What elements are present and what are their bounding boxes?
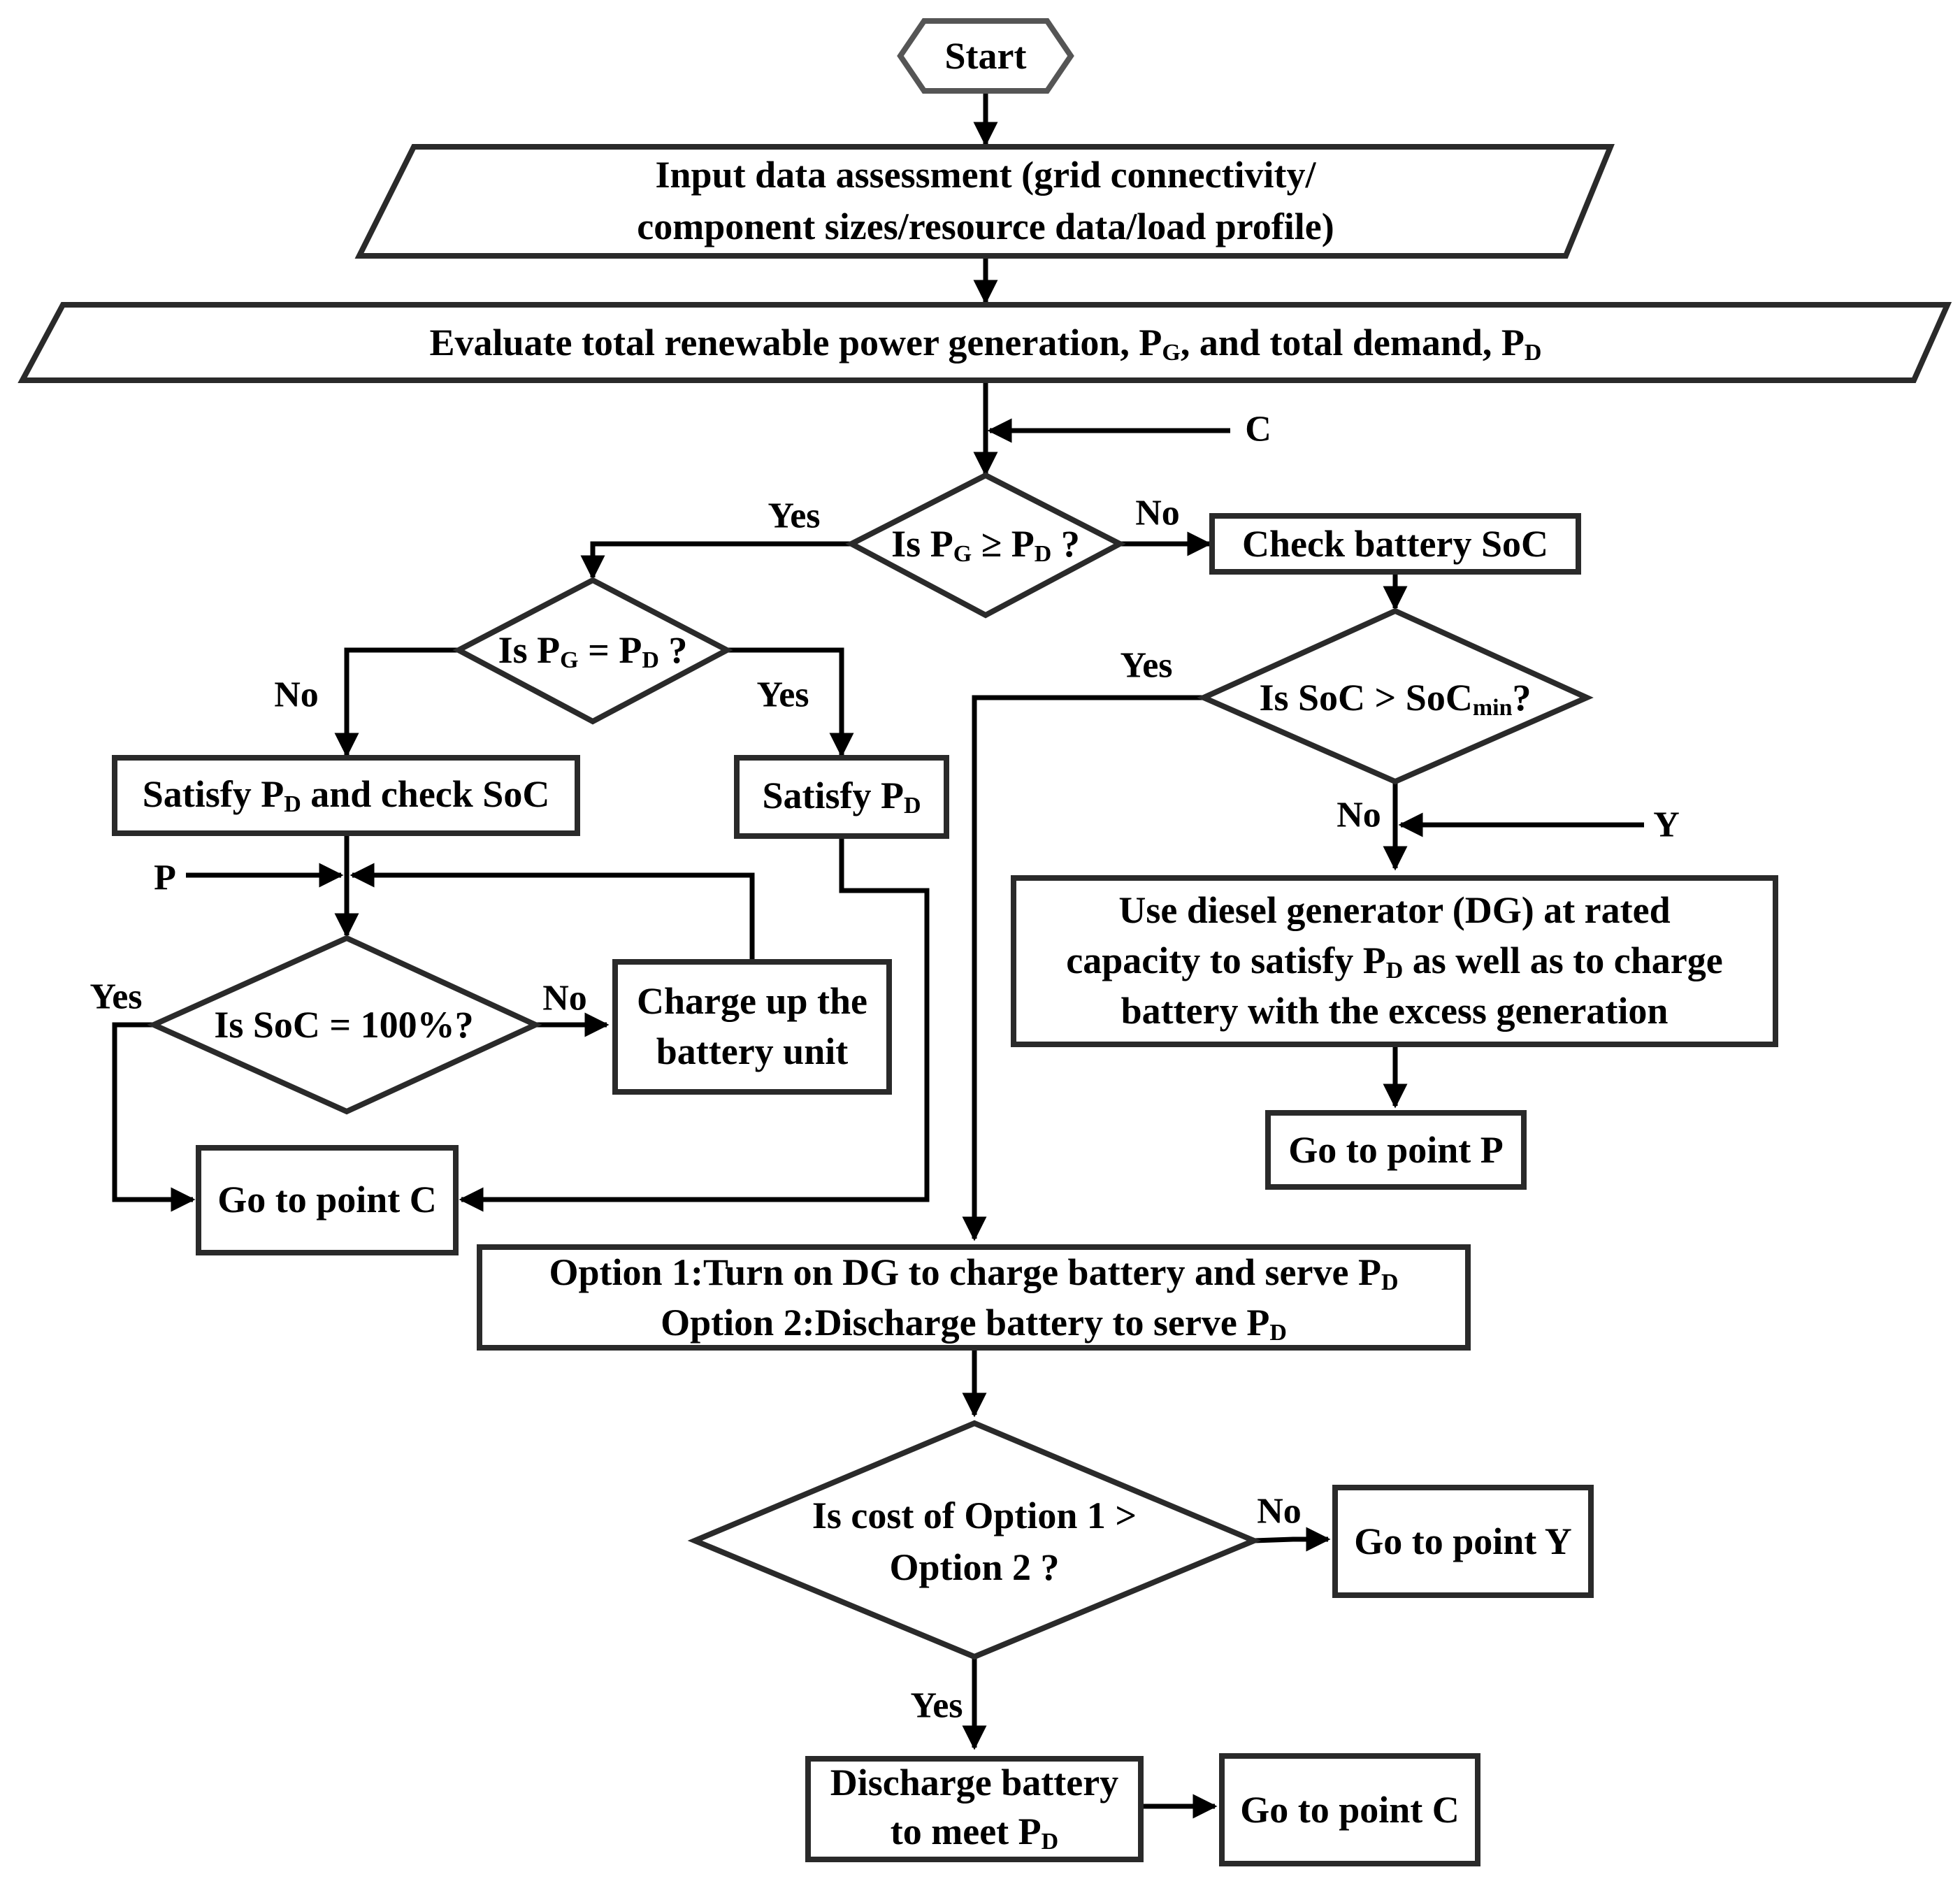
discharge-line-2: to meet PD bbox=[891, 1810, 1058, 1855]
dg-line-3: battery with the excess generation bbox=[1121, 990, 1669, 1032]
goto-y-box bbox=[1332, 1485, 1594, 1598]
connectors bbox=[112, 94, 1644, 1819]
arrow-eq-no bbox=[334, 647, 459, 758]
arrow-socmin-yes bbox=[962, 695, 1204, 1241]
use-dg-box bbox=[1011, 875, 1778, 1047]
shapes bbox=[17, 18, 1952, 1866]
goto-c-bottom-label: Go to point C bbox=[1240, 1789, 1460, 1831]
start-label: Start bbox=[945, 35, 1027, 77]
check-battery-soc-box bbox=[1209, 513, 1581, 575]
label-yes-100: Yes bbox=[89, 977, 142, 1017]
dec-cost-line-2: Option 2 ? bbox=[889, 1546, 1059, 1588]
node-text: Start Input data assessment (grid connec… bbox=[143, 35, 1723, 1855]
satisfy-pd-box bbox=[734, 755, 949, 839]
decision-soc-gt-socmin bbox=[1197, 607, 1594, 785]
label-yes-ge: Yes bbox=[768, 496, 820, 536]
goto-c-left-label: Go to point C bbox=[217, 1179, 437, 1221]
input-line-1: Input data assessment (grid connectivity… bbox=[655, 154, 1316, 196]
label-yes-eq: Yes bbox=[756, 675, 809, 715]
dec-100-label: Is SoC = 100%? bbox=[214, 1004, 473, 1046]
label-no-socmin: No bbox=[1336, 795, 1381, 835]
start-terminator bbox=[897, 18, 1074, 94]
satisfy-check-label: Satisfy PD and check SoC bbox=[143, 773, 550, 817]
dec-socmin-label: Is SoC > SoCmin? bbox=[1259, 677, 1531, 721]
label-c: C bbox=[1245, 410, 1271, 449]
label-no-cost: No bbox=[1257, 1492, 1302, 1532]
goto-y-label: Go to point Y bbox=[1354, 1520, 1572, 1562]
arrow-eq-yes bbox=[727, 647, 854, 758]
dg-line-2: capacity to satisfy PD as well as to cha… bbox=[1066, 940, 1722, 984]
dec-ge-label: Is PG ≥ PD ? bbox=[891, 523, 1080, 567]
decision-soc-100 bbox=[147, 935, 542, 1115]
arrow-100-yes bbox=[112, 1022, 196, 1212]
options-line-2: Option 2:Discharge battery to serve PD bbox=[661, 1302, 1287, 1346]
dec-eq-label: Is PG = PD ? bbox=[498, 629, 688, 673]
label-y: Y bbox=[1653, 805, 1680, 845]
check-soc-label: Check battery SoC bbox=[1242, 523, 1548, 565]
charge-line-1: Charge up the bbox=[637, 980, 867, 1022]
dec-cost-line-1: Is cost of Option 1 > bbox=[812, 1495, 1137, 1536]
decision-cost bbox=[687, 1420, 1262, 1660]
arrow-ge-yes bbox=[580, 541, 851, 580]
options-line-1: Option 1:Turn on DG to charge battery an… bbox=[549, 1251, 1398, 1295]
goto-c-bottom-box bbox=[1219, 1753, 1480, 1866]
input-parallelogram bbox=[354, 144, 1615, 259]
label-yes-cost: Yes bbox=[910, 1686, 963, 1726]
charge-battery-box bbox=[612, 959, 892, 1095]
discharge-box bbox=[805, 1756, 1144, 1862]
charge-line-2: battery unit bbox=[656, 1030, 849, 1072]
goto-c-left-box bbox=[196, 1145, 459, 1255]
arrow-satisfy-to-gotoc bbox=[459, 836, 930, 1212]
satisfy-pd-check-soc-box bbox=[112, 755, 580, 836]
goto-p-box bbox=[1265, 1110, 1527, 1190]
arrow-cost-no bbox=[1253, 1527, 1331, 1552]
evaluate-label: Evaluate total renewable power generatio… bbox=[430, 322, 1542, 366]
options-box bbox=[477, 1244, 1471, 1351]
label-yes-socmin: Yes bbox=[1120, 646, 1172, 686]
satisfy-label: Satisfy PD bbox=[762, 775, 921, 819]
label-no-100: No bbox=[542, 979, 587, 1018]
evaluate-parallelogram bbox=[17, 302, 1952, 383]
label-no-ge: No bbox=[1135, 494, 1180, 533]
discharge-line-1: Discharge battery bbox=[830, 1762, 1118, 1804]
dg-line-1: Use diesel generator (DG) at rated bbox=[1118, 889, 1670, 931]
label-no-eq: No bbox=[274, 675, 319, 715]
goto-p-label: Go to point P bbox=[1288, 1129, 1504, 1171]
decision-pg-eq-pd bbox=[452, 577, 733, 725]
decision-pg-ge-pd bbox=[845, 472, 1126, 619]
edge-labels: C Yes No No Yes Yes No Y P Yes No No Yes bbox=[89, 410, 1679, 1726]
arrow-charge-loop bbox=[350, 863, 755, 959]
input-line-2: component sizes/resource data/load profi… bbox=[637, 206, 1334, 247]
label-p: P bbox=[154, 858, 176, 898]
